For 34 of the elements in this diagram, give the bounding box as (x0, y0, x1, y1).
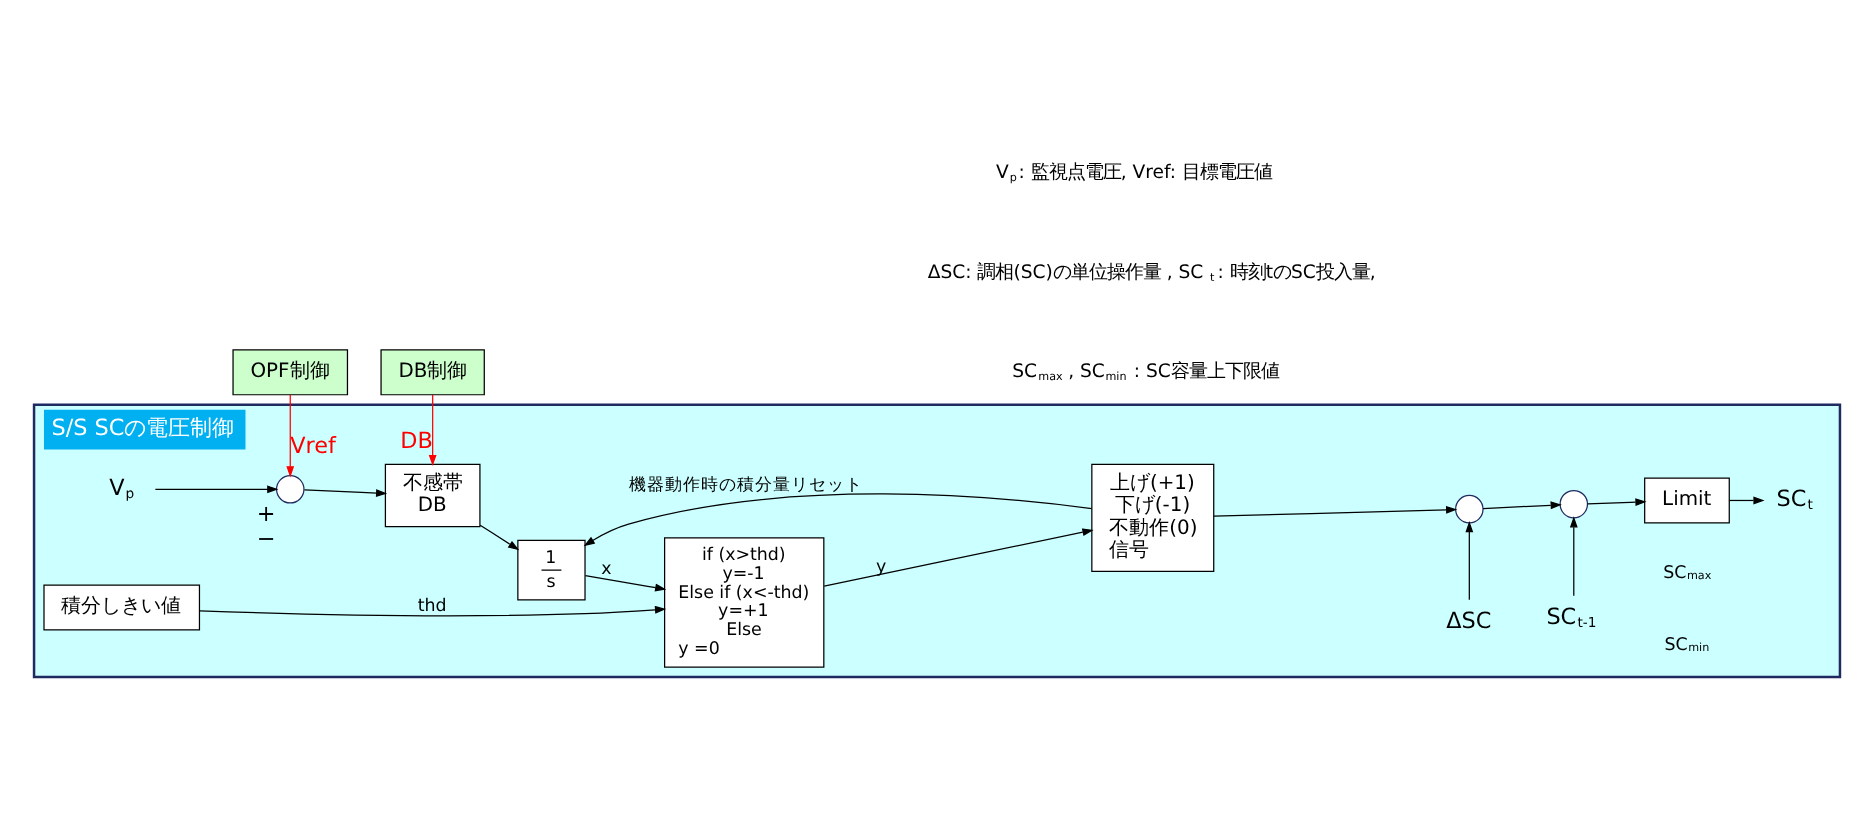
node-circle (274, 473, 304, 503)
node-box: OPF制御 (231, 348, 348, 395)
node-box: Limit (1643, 476, 1729, 523)
arrow (153, 484, 278, 493)
arrow (582, 492, 1092, 546)
arrow (1586, 497, 1646, 506)
arrow (478, 523, 519, 550)
arrow (1568, 515, 1577, 596)
node-box: DB制御 (379, 348, 484, 395)
node-box: 不感帯 DB (383, 462, 480, 527)
arrow (1464, 520, 1473, 600)
arrow (198, 604, 666, 616)
node-circle (1454, 493, 1483, 523)
arrow (285, 393, 294, 477)
arrow (583, 574, 666, 591)
arrow (822, 527, 1093, 586)
edge-label: x (600, 559, 611, 580)
node-text: ΔSC (1445, 606, 1491, 633)
node-box: 積分しきい値 (42, 583, 200, 630)
arrow (1727, 495, 1764, 504)
edge-label: DB (399, 426, 432, 453)
node-label: − (255, 524, 275, 551)
edge-label: thd (416, 596, 446, 617)
node-box: if (x>thd) y=-1 Else if (x<-thd) y=+1 Else y =0 (663, 536, 824, 667)
edge-label: 機器動作時の積分量リセット (627, 474, 862, 495)
arrow (1481, 500, 1561, 509)
node-box: 1 s (516, 538, 585, 600)
arrow (427, 393, 436, 466)
arrow (1212, 504, 1457, 516)
edge-label: y (875, 556, 886, 577)
node-circle (1558, 488, 1588, 518)
node-box: 上げ(+1) 下げ(-1) 不動作(0) 信号 (1090, 462, 1214, 571)
node-label: + (255, 499, 275, 526)
arrow (302, 488, 387, 496)
